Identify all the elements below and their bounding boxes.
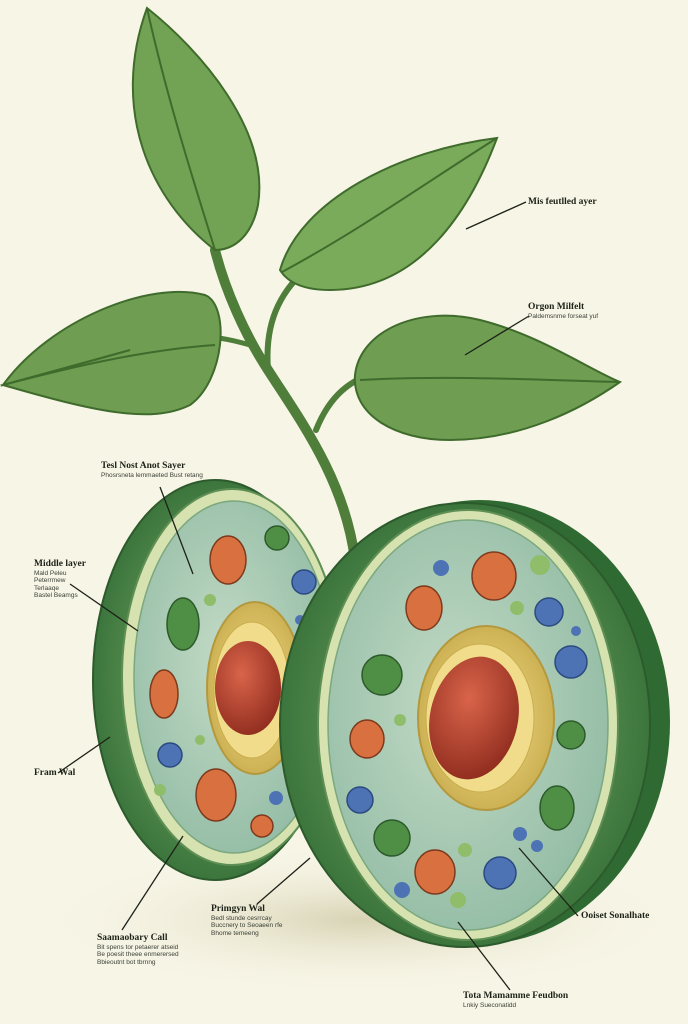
- organelle-icon: [346, 551, 588, 908]
- label-line: Buccnery to Seoaeen rfe: [211, 922, 283, 930]
- label-subtitle: Phosrsneta lemmaeted Bust retang: [101, 471, 203, 479]
- label-line: Peterrmew: [34, 577, 66, 585]
- label-title: Tota Mamamme Feudbon: [463, 991, 569, 1001]
- label-line: Bedl stunde cesrrcay: [211, 914, 272, 922]
- leaf-icon: [0, 290, 222, 416]
- organelle-icon: [149, 525, 317, 838]
- label-test-nost: Tesl Nost Anot Sayer Phosrsneta lemmaete…: [101, 461, 203, 479]
- label-title: Orgon Milfelt: [528, 302, 585, 312]
- label-line: Bastel Beamgs: [34, 592, 78, 600]
- cell-slice-right: [279, 500, 670, 948]
- label-line: Bit spens tor petaerer atseid: [97, 943, 179, 951]
- label-title: Ooiset Sonalhate: [581, 911, 650, 921]
- label-title: Middle layer: [34, 559, 86, 569]
- label-subtitle: Lnkiy Sueconatidd: [463, 1001, 517, 1009]
- leaf-icon: [353, 314, 623, 442]
- label-secondary-cell: Saamaobary Call Bit spens tor petaerer a…: [97, 933, 179, 966]
- nucleus-icon: [215, 641, 281, 735]
- label-tota-mamme: Tota Mamamme Feudbon Lnkiy Sueconatidd: [463, 991, 568, 1009]
- label-middle-layer: Middle layer Mald Peleu Peterrmew Terlaa…: [34, 559, 86, 600]
- label-title: Tesl Nost Anot Sayer: [101, 461, 186, 471]
- label-line: Terlaaqe: [34, 584, 59, 592]
- nucleus-icon: [429, 656, 519, 780]
- label-title: Mis feutlled ayer: [528, 197, 597, 207]
- label-line: Mald Peleu: [34, 569, 67, 577]
- label-mis-fertile-layer: Mis feutlled ayer: [528, 197, 597, 208]
- label-title: Fram Wal: [34, 768, 76, 778]
- label-primgm-wall: Primgyn Wal Bedl stunde cesrrcay Buccner…: [211, 904, 283, 937]
- leaf-icon: [131, 6, 261, 252]
- label-subtitle: Paldemsnme forseat yuf: [528, 312, 599, 320]
- label-line: Be poesit theee enmerersed: [97, 951, 179, 959]
- label-outer-sonalate: Ooiset Sonalhate: [581, 911, 649, 922]
- label-title: Primgyn Wal: [211, 904, 265, 914]
- label-title: Saamaobary Call: [97, 933, 168, 943]
- label-line: Bbieoutnt bot tbrnng: [97, 958, 156, 966]
- leaf-icon: [278, 136, 499, 292]
- leader-lines: [57, 201, 579, 991]
- label-fram-wall: Fram Wal: [34, 768, 75, 779]
- label-line: Bhome temeeng: [211, 929, 259, 937]
- label-orgon: Orgon Milfelt Paldemsnme forseat yuf: [528, 302, 598, 320]
